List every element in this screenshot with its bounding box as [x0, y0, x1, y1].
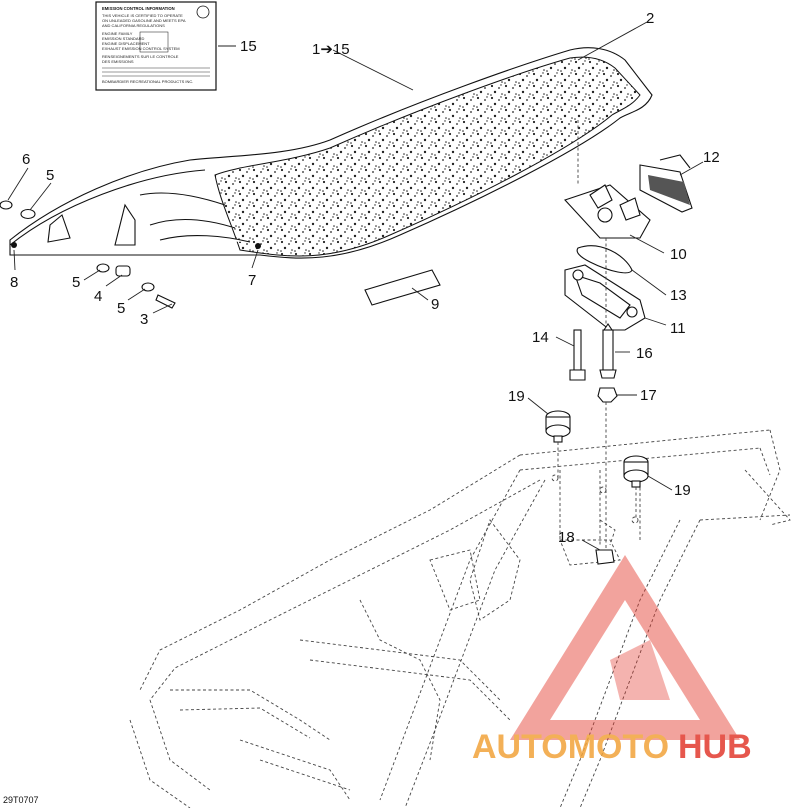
callout-1-15: 1➔15 [312, 41, 350, 58]
emission-label-decal: EMISSION CONTROL INFORMATION THIS VEHICL… [95, 1, 217, 91]
watermark-text-automoto: AUTOMOTO [472, 728, 669, 766]
callout-15: 15 [240, 38, 257, 55]
seat-front-fastener-icon [255, 243, 261, 249]
nut-18 [595, 549, 615, 565]
svg-text:EXHAUST EMISSION CONTROL SYSTE: EXHAUST EMISSION CONTROL SYSTEM [102, 46, 180, 51]
seat-rear-fastener-icon [11, 242, 17, 248]
callout-5c: 5 [46, 167, 54, 184]
seat-assembly [9, 47, 653, 259]
callout-7: 7 [248, 272, 256, 289]
svg-text:THIS VEHICLE IS CERTIFIED TO O: THIS VEHICLE IS CERTIFIED TO OPERATE [102, 13, 183, 18]
callout-17: 17 [640, 387, 657, 404]
callout-labels: 1➔15 2 3 4 5 5 5 6 7 8 9 10 11 12 13 14 … [10, 10, 720, 546]
svg-text:ENGINE FAMILY: ENGINE FAMILY [102, 31, 133, 36]
callout-5a: 5 [72, 274, 80, 291]
automotohub-watermark: AUTOMOTO HUB [472, 555, 752, 766]
callout-11: 11 [670, 320, 686, 337]
rubber-bumper-right [623, 455, 649, 488]
watermark-logo-icon [510, 555, 740, 740]
watermark-text-hub: HUB [678, 728, 752, 766]
callout-8: 8 [10, 274, 18, 291]
svg-text:BOMBARDIER RECREATIONAL PRODUC: BOMBARDIER RECREATIONAL PRODUCTS INC. [102, 79, 193, 84]
striker-pin-16 [599, 323, 617, 379]
callout-14: 14 [532, 329, 549, 346]
svg-text:DES EMISSIONS: DES EMISSIONS [102, 59, 134, 64]
frame-assembly [129, 429, 791, 808]
callout-18: 18 [558, 529, 575, 546]
emission-label-title: EMISSION CONTROL INFORMATION [102, 6, 175, 11]
callout-10: 10 [670, 246, 687, 263]
latch-housing [564, 264, 646, 331]
svg-text:AND CALIFORNIA REGULATIONS: AND CALIFORNIA REGULATIONS [102, 23, 165, 28]
callout-6: 6 [22, 151, 30, 168]
svg-text:ON UNLEADED GASOLINE AND MEETS: ON UNLEADED GASOLINE AND MEETS EPA [102, 18, 186, 23]
svg-text:RENSEIGNEMENTS SUR LE CONTROLE: RENSEIGNEMENTS SUR LE CONTROLE [102, 54, 179, 59]
callout-16: 16 [636, 345, 653, 362]
bolt-14 [569, 329, 586, 381]
callout-9: 9 [431, 296, 439, 313]
leader-lines [7, 21, 704, 551]
callout-2: 2 [646, 10, 654, 27]
callout-19b: 19 [674, 482, 691, 499]
callout-19a: 19 [508, 388, 525, 405]
nut-17 [597, 387, 618, 403]
callout-13: 13 [670, 287, 687, 304]
callout-3: 3 [140, 311, 148, 328]
svg-text:ENGINE DISPLACEMENT: ENGINE DISPLACEMENT [102, 41, 150, 46]
alignment-lines [557, 120, 637, 550]
seat-strap-strip [364, 269, 441, 306]
callout-5b: 5 [117, 300, 125, 317]
callout-12: 12 [703, 149, 720, 166]
latch-bracket [564, 184, 651, 239]
latch-seal-gasket [576, 245, 633, 274]
svg-text:EMISSION STANDARD: EMISSION STANDARD [102, 36, 144, 41]
brand-logo-icon [196, 5, 210, 19]
callout-4: 4 [94, 288, 102, 305]
rubber-bumper-left [545, 410, 571, 443]
diagram-code: 29T0707 [3, 795, 39, 805]
seat-latch [639, 154, 693, 213]
